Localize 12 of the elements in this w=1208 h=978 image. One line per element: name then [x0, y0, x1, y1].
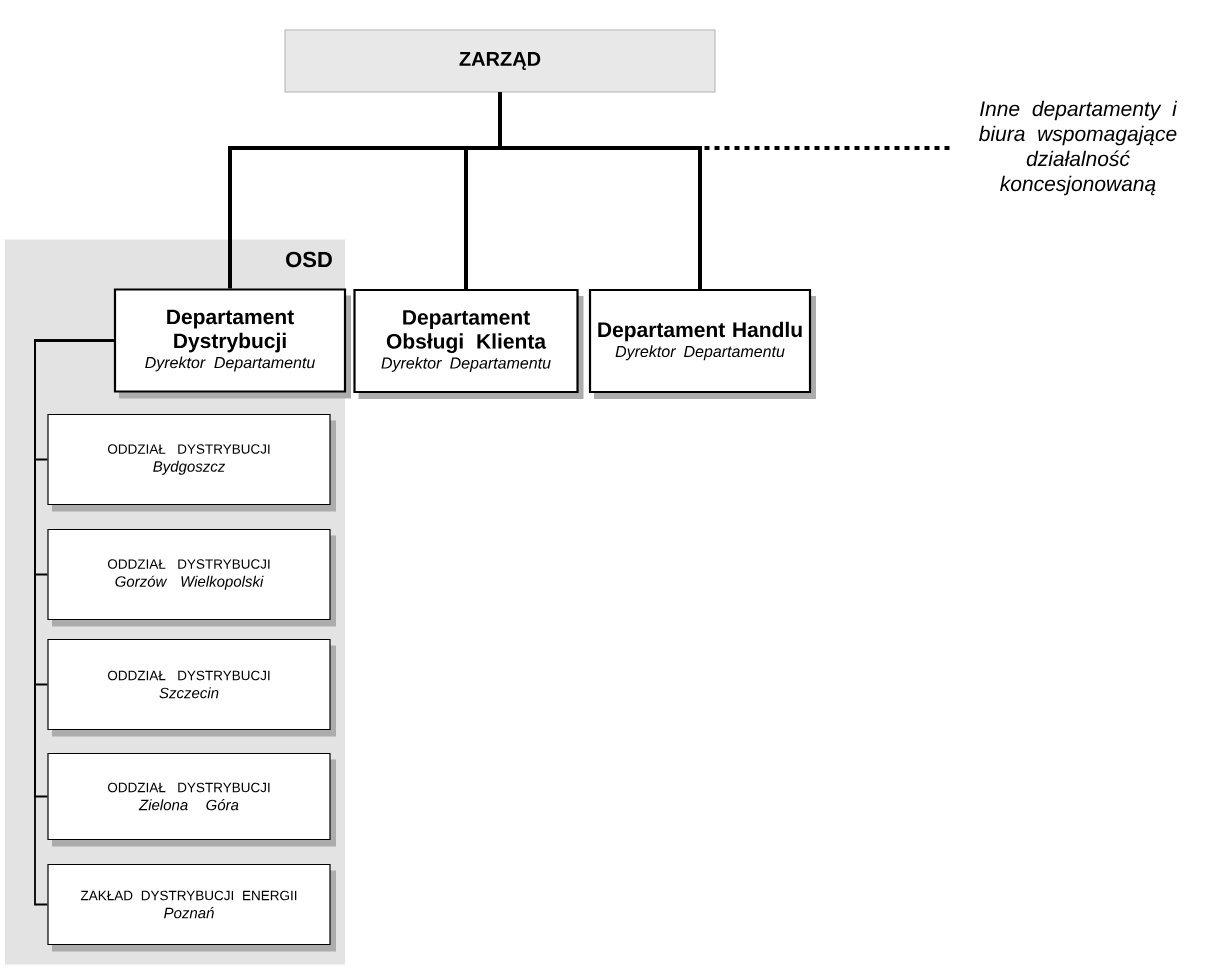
department-box: Departament Dystrybucji Dyrektor Departamentu	[113, 288, 351, 399]
branch-box: ODDZIAŁ DYSTRYBUCJI Zielona Góra	[47, 752, 336, 847]
branch-box: ODDZIAŁ DYSTRYBUCJI Bydgoszcz	[47, 413, 336, 512]
branch-box: ZAKŁAD DYSTRYBUCJI ENERGII Poznań	[47, 863, 336, 952]
connector-line	[498, 92, 951, 150]
branch-box: ODDZIAŁ DYSTRYBUCJI Gorzów Wielkopolski	[47, 528, 336, 627]
department-box: Departament Obsługi Klienta Dyrektor Departamentu	[353, 288, 584, 399]
note-text: Inne departamenty i biura wspomagające działalność koncesjonowaną	[979, 100, 1178, 196]
board-box: ZARZĄD	[284, 29, 716, 93]
branch-box: ODDZIAŁ DYSTRYBUCJI Szczecin	[47, 638, 336, 737]
department-box: Departament Handlu Dyrektor Departamentu	[588, 288, 816, 399]
connector-line	[34, 339, 115, 906]
